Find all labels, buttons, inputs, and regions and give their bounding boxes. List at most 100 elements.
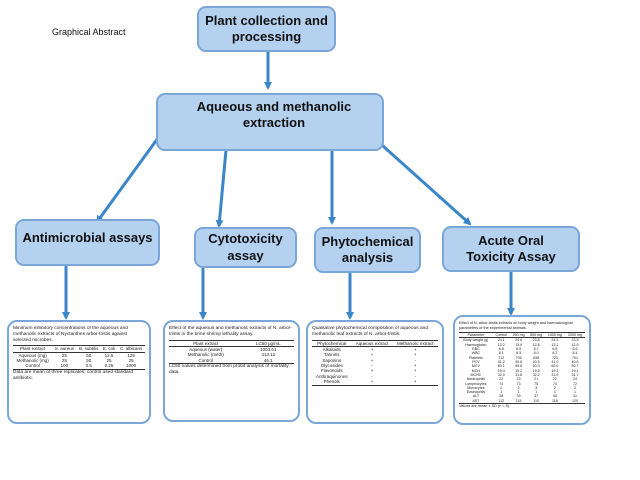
table-cell: 0.25 <box>104 363 114 369</box>
table-cell: WBC <box>471 351 481 356</box>
table-cell: 1003.51 <box>260 346 277 352</box>
table-cell: + <box>413 363 417 369</box>
table-cell: 8.3 <box>516 351 522 356</box>
table-cell: 12.8 <box>532 342 540 347</box>
table-cell: 41 <box>572 394 577 399</box>
table-row: Glycosides - + <box>312 363 438 368</box>
table-cell: 6.8 <box>552 347 558 352</box>
table-cell: 1 <box>553 390 556 395</box>
phytochemical-label: Phytochemical analysis <box>321 233 414 265</box>
table-header: S. aureus <box>54 346 75 352</box>
table-cell: 413.12 <box>261 352 276 358</box>
plant-collection-label: Plant collection and processing <box>205 12 328 44</box>
table-cell: 8.1 <box>498 351 504 356</box>
table-cell: 24.1 <box>497 338 505 343</box>
table-cell: + <box>413 379 417 385</box>
table-cell: Body weight (g) <box>463 338 489 343</box>
table-cell: 24.6 <box>515 338 523 343</box>
toxicity-label: Acute Oral Toxicity Assay <box>466 232 556 264</box>
antimicrobial-table-thumbnail: Minimum inhibitory concentrations of the… <box>7 320 151 424</box>
table-cell: - <box>414 357 416 363</box>
table-cell: 75 <box>534 381 539 386</box>
table-cell: Methanolic (mg) <box>16 358 49 364</box>
table-row: Control 46.1 <box>169 358 294 364</box>
table-cell: 31.8 <box>515 372 523 377</box>
table-header: Plant extract <box>20 346 46 352</box>
table-cell: 8.2 <box>552 351 558 356</box>
arrow-extraction-to-antimicrobial <box>95 137 160 224</box>
table-cell: 60.3 <box>532 364 540 369</box>
table-row: Anthraquinones - - <box>312 374 438 379</box>
table-cell: 60.1 <box>497 364 505 369</box>
table-row: Saponins + - <box>312 358 438 363</box>
table-header: Methanolic extract <box>396 340 434 346</box>
table-cell: 3 <box>535 385 538 390</box>
table-cell: 50 <box>86 352 92 358</box>
table-cell: 118 <box>552 398 558 403</box>
table-cell: 32.2 <box>532 372 540 377</box>
table-cell: 41.2 <box>497 359 505 364</box>
table-cell: 13.1 <box>551 342 559 347</box>
table-cell: 13.0 <box>515 342 523 347</box>
table-cell: 112 <box>498 398 505 403</box>
table-cell: 8.4 <box>572 351 578 356</box>
table-cell: 25 <box>128 358 134 364</box>
table-cell: 6.7 <box>533 347 539 352</box>
phytochemical-node: Phytochemical analysis <box>314 227 421 273</box>
cytotoxicity-node: Cytotoxicity assay <box>194 227 297 268</box>
toxicity-node: Acute Oral Toxicity Assay <box>442 226 580 272</box>
table-cell: - <box>371 363 373 369</box>
table-cell: 74 <box>552 381 557 386</box>
table-cell: 1 <box>500 390 503 395</box>
table-row: Control 100 0.5 0.25 1000 <box>13 363 145 369</box>
table-cell: 712 <box>498 355 505 360</box>
table-cell: 2 <box>573 385 576 390</box>
antimicrobial-table-caption: Minimum inhibitory concentrations of the… <box>13 326 128 343</box>
table-cell: 1000 <box>126 363 137 369</box>
table-header: Phytochemical <box>317 340 347 346</box>
graphical-abstract-label: Graphical Abstract <box>52 27 126 37</box>
table-header: 1000 mg <box>547 333 562 338</box>
table-cell: Phenols <box>323 379 340 385</box>
table-cell: 73 <box>516 381 521 386</box>
table-header: Parameter <box>467 333 485 338</box>
toxicity-table: Parameter Control 250 mg 500 mg 1000 mg … <box>459 332 585 405</box>
table-cell: 2 <box>500 385 503 390</box>
toxicity-table-footnote: Values are mean ± SD (n = 5). <box>459 404 511 409</box>
table-row: Aqueous (water) 1003.51 <box>169 346 294 352</box>
table-cell: + <box>370 352 374 358</box>
toxicity-table-caption: Effect of N. arbor-tristis extracts on b… <box>459 321 573 330</box>
table-cell: 25 <box>106 358 112 364</box>
table-cell: 115 <box>515 398 522 403</box>
antimicrobial-table: Plant extract S. aureus B. subtilis E. c… <box>13 345 145 370</box>
table-cell: 25 <box>61 358 67 364</box>
table-cell: 41.0 <box>551 359 559 364</box>
table-cell: 1 <box>517 390 520 395</box>
table-cell: 59.7 <box>571 364 579 369</box>
table-cell: 1 <box>573 390 576 395</box>
cytotoxicity-table-footnote: LC50 values determined from probit analy… <box>169 364 289 375</box>
table-cell: 110 <box>533 398 539 403</box>
table-header: 2000 mg <box>567 333 582 338</box>
table-cell: 2 <box>553 385 556 390</box>
table-cell: + <box>370 357 374 363</box>
table-cell: 19.2 <box>515 368 523 373</box>
table-cell: - <box>414 373 416 379</box>
table-cell: Platelets <box>468 355 483 360</box>
table-cell: 6.6 <box>572 347 578 352</box>
table-cell: - <box>371 373 373 379</box>
table-cell: Alkaloids <box>322 346 341 352</box>
table-cell: AST <box>472 398 480 403</box>
table-header: 250 mg <box>512 333 525 338</box>
table-row: Aqueous (mg) 25 50 12.5 125 <box>13 352 145 358</box>
table-header: C. albicans <box>119 346 143 352</box>
